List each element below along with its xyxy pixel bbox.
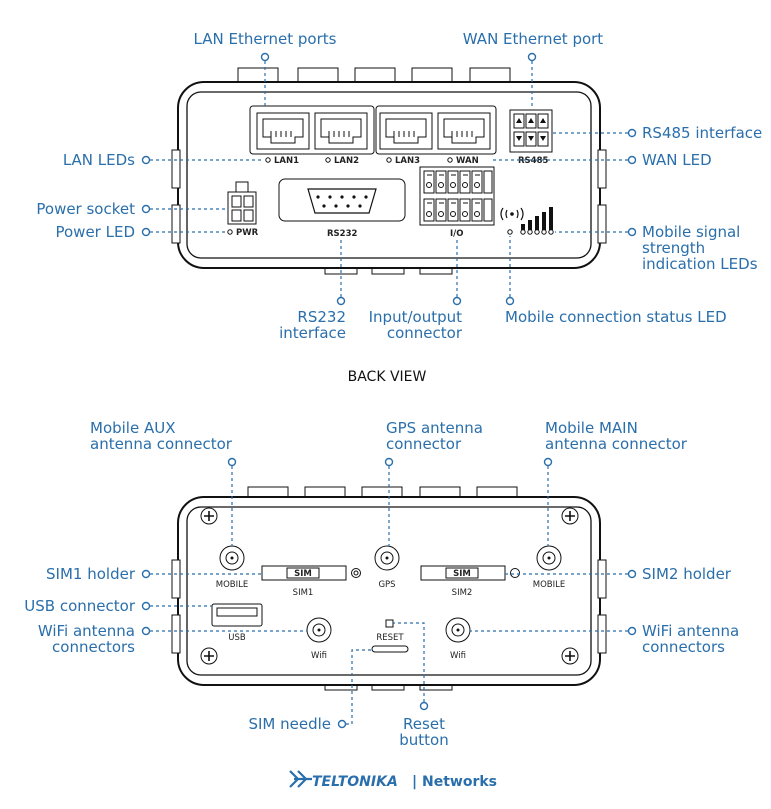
signal-leds-label-1: Mobile signal xyxy=(642,223,740,241)
back-view-leaders xyxy=(141,52,637,306)
sim1-holder[interactable] xyxy=(261,565,347,581)
rs232-text: RS232 xyxy=(327,229,357,239)
rs485-text: RS485 xyxy=(518,156,548,166)
wan-text: WAN xyxy=(456,156,479,166)
wifi-left-text: Wifi xyxy=(311,651,327,661)
signal-leds-label-2: strength xyxy=(642,239,705,257)
signal-leds-label-3: indication LEDs xyxy=(642,255,758,273)
usb-connector-label: USB connector xyxy=(24,597,136,615)
signal-led-5 xyxy=(548,229,554,235)
wifi-antenna-connector-left[interactable] xyxy=(306,617,332,643)
sim1-text: SIM1 xyxy=(293,588,314,598)
usb-text: USB xyxy=(228,633,246,643)
wan-led-label: WAN LED xyxy=(642,151,712,169)
gps-antenna-connector[interactable] xyxy=(374,545,400,571)
led-indicator-inner xyxy=(353,570,359,576)
rs485-label: RS485 interface xyxy=(642,124,762,142)
gps-label-1: GPS antenna xyxy=(386,419,483,437)
lan-ports-label: LAN Ethernet ports xyxy=(194,30,337,48)
rs232-label-2: interface xyxy=(279,324,346,342)
led-indicator xyxy=(510,568,520,578)
reset-text: RESET xyxy=(376,633,404,643)
gps-label-2: connector xyxy=(386,435,462,453)
sim2-text: SIM2 xyxy=(452,588,473,598)
main-label-2: antenna connector xyxy=(545,435,688,453)
sim1-holder-label: SIM1 holder xyxy=(46,565,136,583)
aux-label-2: antenna connector xyxy=(90,435,233,453)
lan-leds-label: LAN LEDs xyxy=(63,151,135,169)
wan-port-label: WAN Ethernet port xyxy=(463,30,604,48)
power-socket[interactable] xyxy=(227,181,257,225)
lan2-led xyxy=(325,157,331,163)
wan-led xyxy=(447,157,453,163)
power-led-label: Power LED xyxy=(55,223,135,241)
lan3-led xyxy=(386,157,392,163)
wifi-antenna-connector-right[interactable] xyxy=(445,617,471,643)
back-view-title: BACK VIEW xyxy=(348,369,427,385)
reset-button[interactable] xyxy=(385,619,394,628)
rs232-label-1: RS232 xyxy=(297,308,346,326)
back-view-device: LAN1 LAN2 LAN3 WAN RS485 PWR xyxy=(171,67,607,275)
front-view-device: MOBILE SIM SIM1 GPS SIM SIM2 MOBILE xyxy=(171,486,607,691)
signal-led-4 xyxy=(541,229,547,235)
wifi-left-label-1: WiFi antenna xyxy=(38,622,135,640)
io-label-1: Input/output xyxy=(369,308,462,326)
power-led xyxy=(227,229,233,235)
reset-label-1: Reset xyxy=(403,715,445,733)
io-connector[interactable] xyxy=(419,166,495,226)
signal-led-2 xyxy=(527,229,533,235)
lan1-port[interactable] xyxy=(256,112,310,150)
aux-label-1: Mobile AUX xyxy=(90,419,176,437)
brand-product-line: Networks xyxy=(422,774,497,790)
lan1-led xyxy=(265,157,271,163)
screw-icon xyxy=(561,507,579,525)
sim2-holder-label: SIM2 holder xyxy=(642,565,732,583)
sim2-holder[interactable] xyxy=(420,565,506,581)
teltonika-logo-icon xyxy=(289,770,312,788)
sim-needle[interactable] xyxy=(371,645,409,653)
mobile-status-led xyxy=(507,229,513,235)
rs232-connector[interactable] xyxy=(278,178,406,222)
wifi-right-text: Wifi xyxy=(450,651,466,661)
signal-led-1 xyxy=(520,229,526,235)
rs485-terminal[interactable] xyxy=(509,109,553,153)
lan2-text: LAN2 xyxy=(334,156,359,166)
mobile-aux-antenna-connector[interactable] xyxy=(219,545,245,571)
io-text: I/O xyxy=(450,229,464,239)
brand-separator: | xyxy=(412,774,417,790)
pwr-text: PWR xyxy=(236,228,259,238)
front-view-leaders xyxy=(141,457,637,729)
brand-name: TELTONIKA xyxy=(312,774,398,790)
screw-icon xyxy=(200,647,218,665)
mobile-left-text: MOBILE xyxy=(216,580,248,590)
sim2-tray-text: SIM xyxy=(453,569,471,579)
front-panel xyxy=(186,506,592,676)
reset-label-2: button xyxy=(399,731,448,749)
wifi-right-label-2: connectors xyxy=(642,638,725,656)
top-ribs xyxy=(237,67,511,83)
sim1-tray-text: SIM xyxy=(294,569,312,579)
lan3-text: LAN3 xyxy=(395,156,420,166)
mobile-main-antenna-connector[interactable] xyxy=(536,545,562,571)
lan1-text: LAN1 xyxy=(274,156,299,166)
screw-icon xyxy=(561,647,579,665)
usb-connector[interactable] xyxy=(211,603,263,627)
screw-icon xyxy=(200,507,218,525)
gps-text: GPS xyxy=(378,580,395,590)
mobile-status-led-label: Mobile connection status LED xyxy=(505,308,727,326)
mobile-right-text: MOBILE xyxy=(533,580,565,590)
io-label-2: connector xyxy=(387,324,463,342)
wifi-left-label-2: connectors xyxy=(52,638,135,656)
main-label-1: Mobile MAIN xyxy=(545,419,638,437)
sim-needle-label: SIM needle xyxy=(248,715,331,733)
signal-led-3 xyxy=(534,229,540,235)
wifi-right-label-1: WiFi antenna xyxy=(642,622,739,640)
lan2-port[interactable] xyxy=(314,112,368,150)
power-socket-label: Power socket xyxy=(36,200,135,218)
signal-bars-icon xyxy=(500,207,553,230)
lan3-port[interactable] xyxy=(379,112,433,150)
wan-port[interactable] xyxy=(437,112,491,150)
